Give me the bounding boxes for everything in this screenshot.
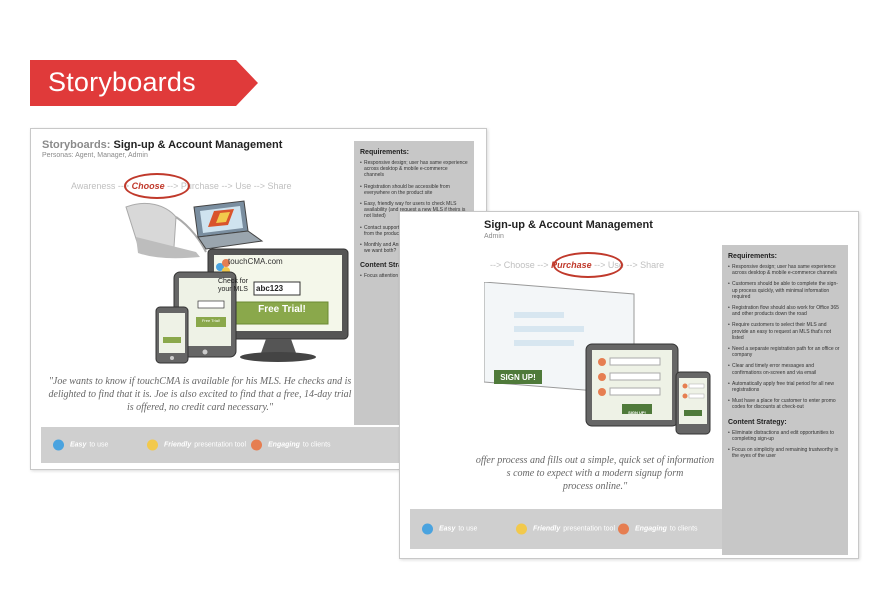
requirements-heading: Requirements: — [728, 253, 778, 260]
personas: Admin — [484, 233, 504, 240]
scenario-quote: "Joe wants to know if touchCMA is availa… — [48, 376, 352, 413]
flow-arrow: --> — [490, 260, 504, 270]
quote-line: process online." — [562, 481, 628, 492]
blue-dot-icon — [53, 439, 64, 451]
mls-check-label: Check for your MLS — [218, 278, 248, 294]
legend-bold: Easy — [70, 441, 87, 449]
requirement-item: Need a separate registration path for an… — [728, 346, 842, 358]
flow-arrow: --> — [218, 181, 236, 191]
quote-line: offer process and fills out a simple, qu… — [475, 455, 715, 466]
banner-title: Storyboards — [48, 67, 196, 97]
legend-bold: Engaging — [268, 441, 300, 449]
quote-line: s come to expect with a modern signup fo… — [506, 468, 684, 479]
scenario-quote: offer process and fills out a simple, qu… — [460, 454, 730, 493]
stage-highlight-ellipse — [553, 252, 623, 278]
signup-devices-illustration — [484, 282, 711, 435]
banner-arrow-shape — [30, 60, 258, 106]
legend-text: to clients — [302, 441, 331, 449]
requirements-panel: Requirements: Responsive design; user ha… — [722, 245, 848, 555]
orange-dot-icon — [251, 439, 262, 451]
requirement-item: Registration flow should also work for O… — [728, 305, 842, 317]
content-strategy-heading: Content Strategy: — [728, 418, 787, 426]
mls-code: abc123 — [256, 284, 284, 293]
title-main: Sign-up & Account Management — [110, 139, 283, 151]
legend-text: presentation tool — [194, 441, 246, 449]
requirements-heading: Requirements: — [360, 149, 410, 156]
tablet-free-trial: Free Trial! — [201, 318, 220, 323]
legend-text: presentation tool — [563, 525, 615, 533]
storyboards-banner: Storyboards — [30, 60, 258, 106]
tablet-sign-up: SIGN UP! — [628, 410, 646, 415]
content-strategy-list: Eliminate distractions and edit opportun… — [728, 430, 842, 460]
flow-awareness: Awareness — [71, 181, 116, 191]
flow-purchase: Purchase — [180, 181, 219, 191]
title-prefix: Storyboards: — [42, 139, 111, 151]
flow-share: Share — [640, 260, 665, 270]
flow-arrow: --> — [251, 181, 268, 191]
requirement-item: Must have a place for customer to enter … — [728, 398, 842, 410]
flow-share: Share — [267, 181, 292, 191]
flow-choose: Choose — [503, 260, 535, 270]
content-strategy-heading: Content Strategy: — [360, 262, 419, 270]
legend-bold: Friendly — [164, 441, 192, 449]
legend-text: to use — [458, 525, 478, 533]
legend-bold: Easy — [439, 525, 456, 533]
requirements-list: Responsive design; user has same experie… — [728, 264, 842, 411]
legend-bold: Engaging — [635, 525, 667, 533]
requirement-item: Easy, friendly way for users to check ML… — [360, 201, 468, 220]
blue-dot-icon — [422, 523, 433, 535]
yellow-dot-icon — [516, 523, 527, 535]
requirement-item: Responsive design; user has same experie… — [728, 264, 842, 276]
flow-arrow: --> — [534, 260, 552, 270]
mls-check-line2: your MLS — [218, 286, 248, 293]
requirement-item: Customers should be able to complete the… — [728, 281, 842, 300]
stage-highlight-ellipse — [124, 173, 190, 199]
free-trial-button: Free Trial! — [258, 304, 306, 315]
content-item: Eliminate distractions and edit opportun… — [728, 430, 842, 442]
sign-up-button: SIGN UP! — [500, 373, 536, 382]
card-title: Storyboards: Sign-up & Account Managemen… — [42, 139, 282, 151]
legend-text: to clients — [669, 525, 698, 533]
storyboard-card-purchase: Sign-up & Account Management Admin --> C… — [399, 211, 859, 559]
requirement-item: Automatically apply free trial period fo… — [728, 381, 842, 393]
flow-arrow: --> — [115, 181, 132, 191]
legend-bold: Friendly — [533, 525, 561, 533]
flow-arrow: --> — [623, 260, 641, 270]
screen-brand: touchCMA.com — [228, 257, 283, 266]
requirement-item: Registration should be accessible from e… — [360, 184, 468, 196]
requirement-item: Clear and timely error messages and conf… — [728, 363, 842, 375]
devices-illustration — [125, 200, 349, 364]
personas: Personas: Agent, Manager, Admin — [42, 152, 148, 159]
yellow-dot-icon — [147, 439, 158, 451]
requirement-item: Require customers to select their MLS an… — [728, 322, 842, 341]
mls-check-line1: Check for — [218, 278, 248, 285]
orange-dot-icon — [618, 523, 629, 535]
content-item: Focus on simplicity and remaining trustw… — [728, 447, 842, 459]
legend-text: to use — [89, 441, 109, 449]
card-title: Sign-up & Account Management — [484, 219, 653, 231]
requirement-item: Responsive design; user has same experie… — [360, 160, 468, 179]
flow-use: Use — [235, 181, 252, 191]
